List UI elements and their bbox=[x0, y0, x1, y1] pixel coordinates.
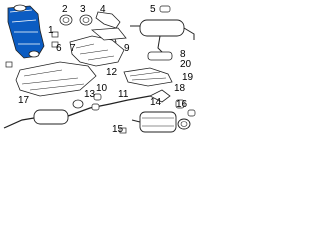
resonator-pipe bbox=[3, 95, 151, 129]
callout-13: 13 bbox=[84, 89, 96, 100]
gasket-part bbox=[59, 14, 73, 26]
callout-15: 15 bbox=[112, 124, 124, 135]
callout-2: 2 bbox=[62, 4, 68, 15]
callout-5: 5 bbox=[150, 4, 156, 15]
exhaust-parts-diagram: 2 3 4 5 1 6 7 9 8 12 17 20 19 10 13 18 1… bbox=[0, 0, 200, 147]
callout-17: 17 bbox=[18, 95, 30, 106]
bolt-part bbox=[119, 127, 127, 134]
callout-1: 1 bbox=[48, 25, 54, 36]
callout-3: 3 bbox=[80, 4, 86, 15]
bracket-part bbox=[149, 89, 196, 117]
center-muffler-assembly bbox=[130, 19, 195, 61]
callout-10: 10 bbox=[96, 83, 108, 94]
callout-20: 20 bbox=[180, 59, 192, 70]
callout-12: 12 bbox=[106, 67, 118, 78]
gasket-part bbox=[79, 14, 93, 26]
heat-shield-lower bbox=[15, 61, 97, 97]
callout-11: 11 bbox=[118, 89, 129, 100]
hanger-part bbox=[91, 93, 102, 111]
callout-8: 8 bbox=[180, 49, 186, 60]
callout-9: 9 bbox=[124, 43, 130, 54]
callout-18: 18 bbox=[174, 83, 186, 94]
nut-part bbox=[51, 31, 59, 48]
callout-7: 7 bbox=[70, 43, 76, 54]
nut-part bbox=[5, 61, 13, 68]
clamp-part bbox=[72, 99, 84, 109]
hanger-part bbox=[159, 5, 171, 13]
heat-shield-upper bbox=[69, 27, 127, 67]
callout-19: 19 bbox=[182, 72, 194, 83]
callout-4: 4 bbox=[100, 4, 106, 15]
callout-14: 14 bbox=[150, 97, 162, 108]
parts-artwork bbox=[3, 4, 196, 134]
callout-16: 16 bbox=[176, 99, 188, 110]
catalytic-converter-assembly bbox=[7, 4, 45, 59]
heat-shield-middle bbox=[123, 67, 173, 87]
callout-6: 6 bbox=[56, 43, 62, 54]
rear-muffler-assembly bbox=[131, 111, 191, 133]
